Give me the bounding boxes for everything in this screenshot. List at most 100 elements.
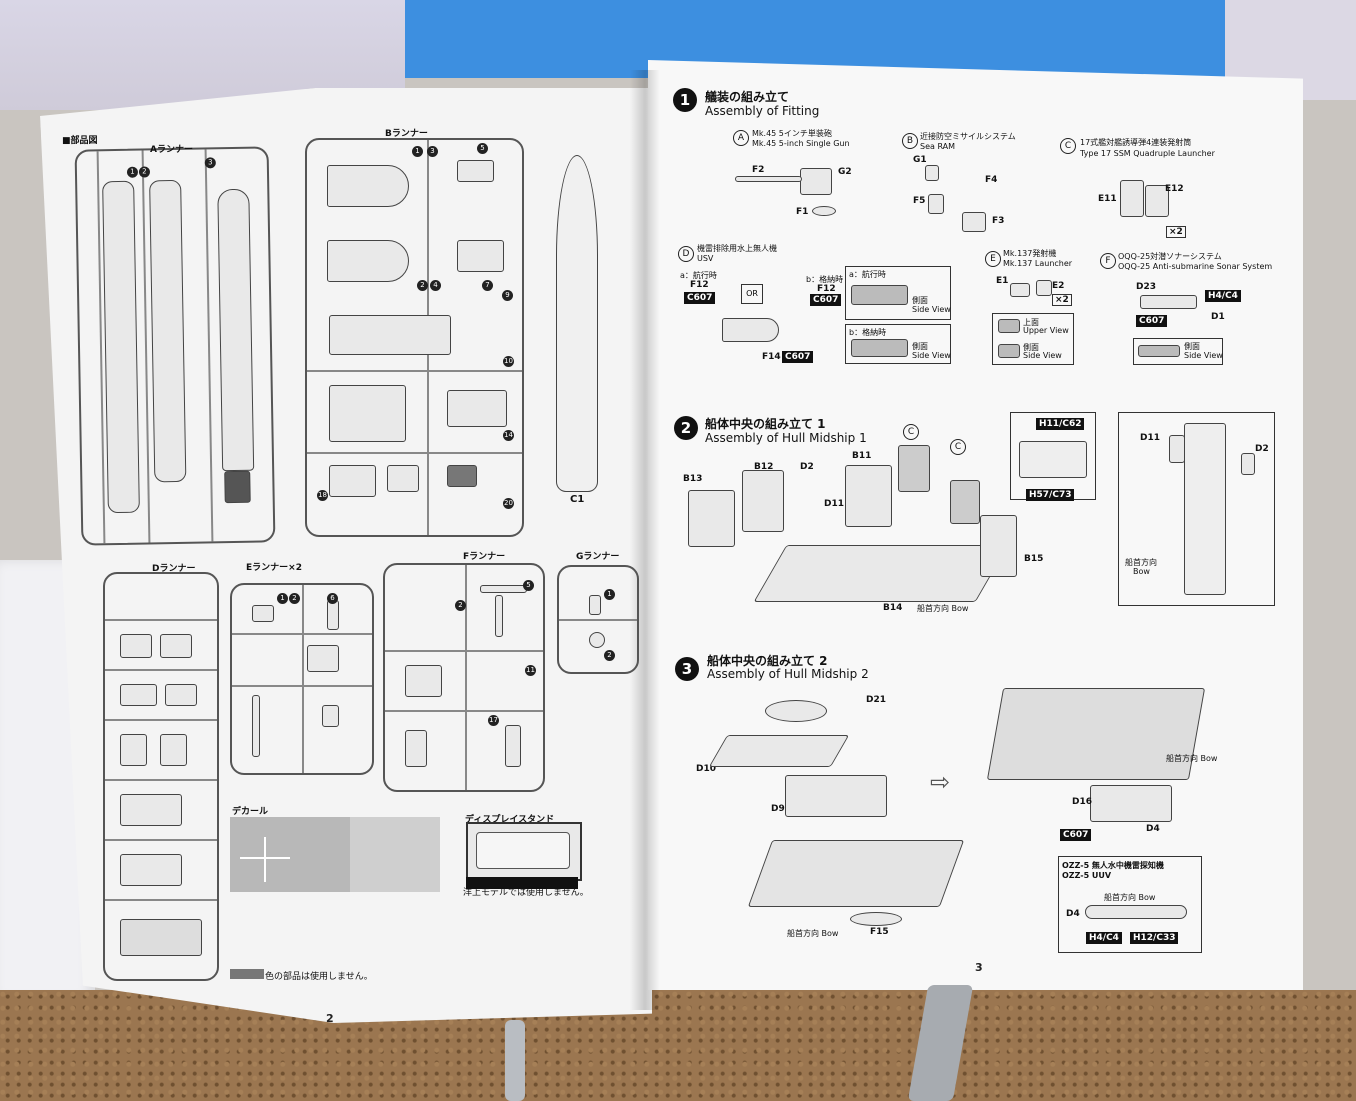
part-f5: F5 (913, 196, 926, 206)
part-e11: E11 (1098, 194, 1117, 204)
part-d9: D9 (771, 804, 785, 814)
hull-deck-b14 (753, 545, 1009, 602)
mk137-side-en: Side View (1023, 351, 1062, 360)
display-stand-base (466, 877, 578, 889)
bow-jp-step3b: 船首方向 (1166, 754, 1198, 763)
completed-midship-assembly (986, 688, 1206, 780)
arrow-right-icon: ⇨ (930, 768, 951, 796)
runner-b: 1 3 5 2 4 7 9 10 14 18 20 (305, 138, 524, 537)
uuv-part-d4: D4 (1066, 909, 1080, 919)
part-e2: E2 (1052, 281, 1065, 291)
part-f2: F2 (752, 165, 765, 175)
part-d10: D10 (696, 764, 716, 774)
sonar-side-view: 側面 Side View (1133, 338, 1223, 365)
part-f14: F14 (762, 352, 781, 362)
item-e-marker: E (985, 251, 1001, 267)
searam-part-f3 (962, 212, 986, 232)
step1-title-en: Assembly of Fitting (705, 104, 820, 118)
display-stand-label: ディスプレイスタンド (465, 815, 555, 825)
runner-a: 1 2 3 (74, 146, 276, 546)
item-d-en: USV (697, 254, 714, 263)
bow-jp-step3: 船首方向 (787, 929, 819, 938)
deck-part-d21 (765, 700, 827, 722)
runner-g-label: Gランナー (576, 552, 620, 562)
part-f4: F4 (985, 175, 998, 185)
bow-en-detail: Bow (1133, 567, 1150, 576)
step3-title-jp: 船体中央の組み立て 2 (707, 654, 828, 668)
item-f-en: OQQ-25 Anti-submarine Sonar System (1118, 262, 1273, 271)
item-d-jp: 機雷排除用水上無人機 (697, 244, 777, 253)
item-d-note-b: b：格納時 (806, 275, 844, 284)
hull-wall-b15 (980, 515, 1017, 577)
item-a-en: Mk.45 5-inch Single Gun (752, 139, 850, 148)
usv-view-b-side-en: Side View (912, 351, 951, 360)
runner-g: 1 2 (557, 565, 639, 674)
mk137-upper-jp: 上面 (1023, 318, 1039, 327)
searam-part-f5 (928, 194, 944, 214)
tag-h11-c62: H11/C62 (1036, 418, 1085, 430)
decal-c607-b: C607 (810, 294, 842, 306)
part-d23: D23 (1136, 282, 1156, 292)
item-c-qty: ×2 (1166, 226, 1186, 238)
item-e-qty: ×2 (1052, 294, 1072, 306)
gun-base-part (812, 206, 836, 216)
page-gutter (630, 70, 660, 1010)
hull-assembly-step3 (747, 840, 965, 907)
part-f15-shape (850, 912, 902, 926)
book-stand-left (505, 1020, 525, 1101)
uuv-body-part (1085, 905, 1187, 919)
runner-b-label: Bランナー (385, 129, 428, 139)
part-g2: G2 (838, 167, 852, 177)
mk137-side-jp: 側面 (1023, 343, 1039, 352)
usv-view-a-label: a：航行時 (849, 270, 886, 279)
tag-h12-c33: H12/C33 (1130, 932, 1179, 944)
item-c-en: Type 17 SSM Quadruple Launcher (1080, 149, 1215, 158)
display-stand-note: 洋上モデルでは使用しません。 (463, 888, 589, 898)
mk137-upper-en: Upper View (1023, 326, 1069, 335)
part-d21: D21 (866, 695, 886, 705)
usv-view-b-side-jp: 側面 (912, 342, 928, 351)
part-e1: E1 (996, 276, 1009, 286)
or-symbol: OR (741, 284, 763, 304)
part-b11: B11 (852, 451, 872, 461)
item-e-en: Mk.137 Launcher (1003, 259, 1073, 268)
display-stand (466, 822, 582, 881)
cork-surface (0, 990, 1356, 1101)
runner-f: 5 2 11 17 (383, 563, 545, 792)
part-f3: F3 (992, 216, 1005, 226)
bow-direction-step2: 船首方向 Bow (917, 603, 968, 614)
part-b15: B15 (1024, 554, 1044, 564)
part-d11-detail: D11 (1140, 433, 1160, 443)
part-d11: D11 (824, 499, 844, 509)
callout-c-1: C (903, 424, 919, 440)
item-b-en: Sea RAM (920, 142, 956, 151)
bow-en-uuv: Bow (1138, 893, 1156, 902)
runner-f-label: Fランナー (463, 552, 506, 562)
mk137-views: 上面 Upper View 側面 Side View (992, 313, 1074, 365)
item-a-marker: A (733, 130, 749, 146)
sonar-side-jp: 側面 (1184, 342, 1200, 351)
uuv-detail-box (1058, 856, 1202, 953)
part-d4: D4 (1146, 824, 1160, 834)
part-b13: B13 (683, 474, 703, 484)
hull-part-c1 (556, 155, 598, 492)
decal-c607-step3: C607 (1060, 829, 1092, 841)
part-d2-detail: D2 (1255, 444, 1269, 454)
bow-en-step3: Bow (821, 929, 839, 938)
mk137-part (1010, 283, 1030, 297)
item-c-marker: C (1060, 138, 1076, 154)
decal-c607-a: C607 (684, 292, 716, 304)
bow-direction-step3b: 船首方向 Bow (1166, 753, 1217, 764)
part-g1: G1 (913, 155, 927, 165)
hull-detail-box (1118, 412, 1275, 606)
step1-title-jp: 艤装の組み立て (705, 90, 790, 104)
unused-color-swatch (230, 969, 264, 979)
page-number-right: 3 (975, 961, 983, 974)
c1-label: C1 (570, 494, 585, 505)
unused-note: 色の部品は使用しません。 (265, 972, 373, 982)
hull-wall-b12 (742, 470, 784, 532)
bow-direction-uuv: 船首方向 Bow (1104, 892, 1155, 903)
runner-e: 1 2 6 (230, 583, 374, 775)
tag-h57-c73: H57/C73 (1026, 489, 1075, 501)
callout-box-step2 (1010, 412, 1096, 500)
